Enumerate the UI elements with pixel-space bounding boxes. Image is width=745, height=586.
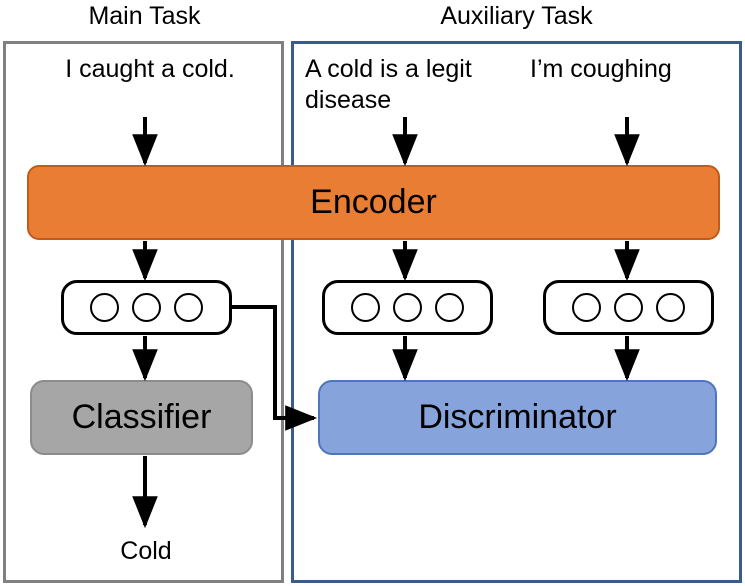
- discriminator-label: Discriminator: [418, 398, 617, 436]
- panel-title-auxiliary-task: Auxiliary Task: [440, 2, 593, 30]
- embedding-dot-icon: [393, 293, 422, 322]
- embedding-capsule-auxiliary-1: [322, 280, 493, 335]
- embedding-dot-icon: [656, 293, 685, 322]
- encoder-block: Encoder: [27, 165, 720, 240]
- embedding-dot-icon: [132, 293, 161, 322]
- input-text-main-task: I caught a cold.: [65, 55, 235, 83]
- embedding-dot-icon: [351, 293, 380, 322]
- embedding-dot-icon: [435, 293, 464, 322]
- embedding-capsule-main: [61, 280, 232, 335]
- classifier-block: Classifier: [30, 380, 253, 455]
- discriminator-block: Discriminator: [318, 380, 717, 455]
- input-text-auxiliary-2: I’m coughing: [530, 55, 672, 83]
- output-label-cold: Cold: [120, 537, 172, 565]
- panel-title-main-task: Main Task: [88, 2, 201, 30]
- embedding-dot-icon: [90, 293, 119, 322]
- encoder-label: Encoder: [310, 183, 437, 221]
- input-text-auxiliary-1: A cold is a legit disease: [305, 55, 472, 115]
- embedding-capsule-auxiliary-2: [543, 280, 714, 335]
- embedding-dot-icon: [614, 293, 643, 322]
- embedding-dot-icon: [174, 293, 203, 322]
- embedding-dot-icon: [572, 293, 601, 322]
- classifier-label: Classifier: [71, 398, 212, 436]
